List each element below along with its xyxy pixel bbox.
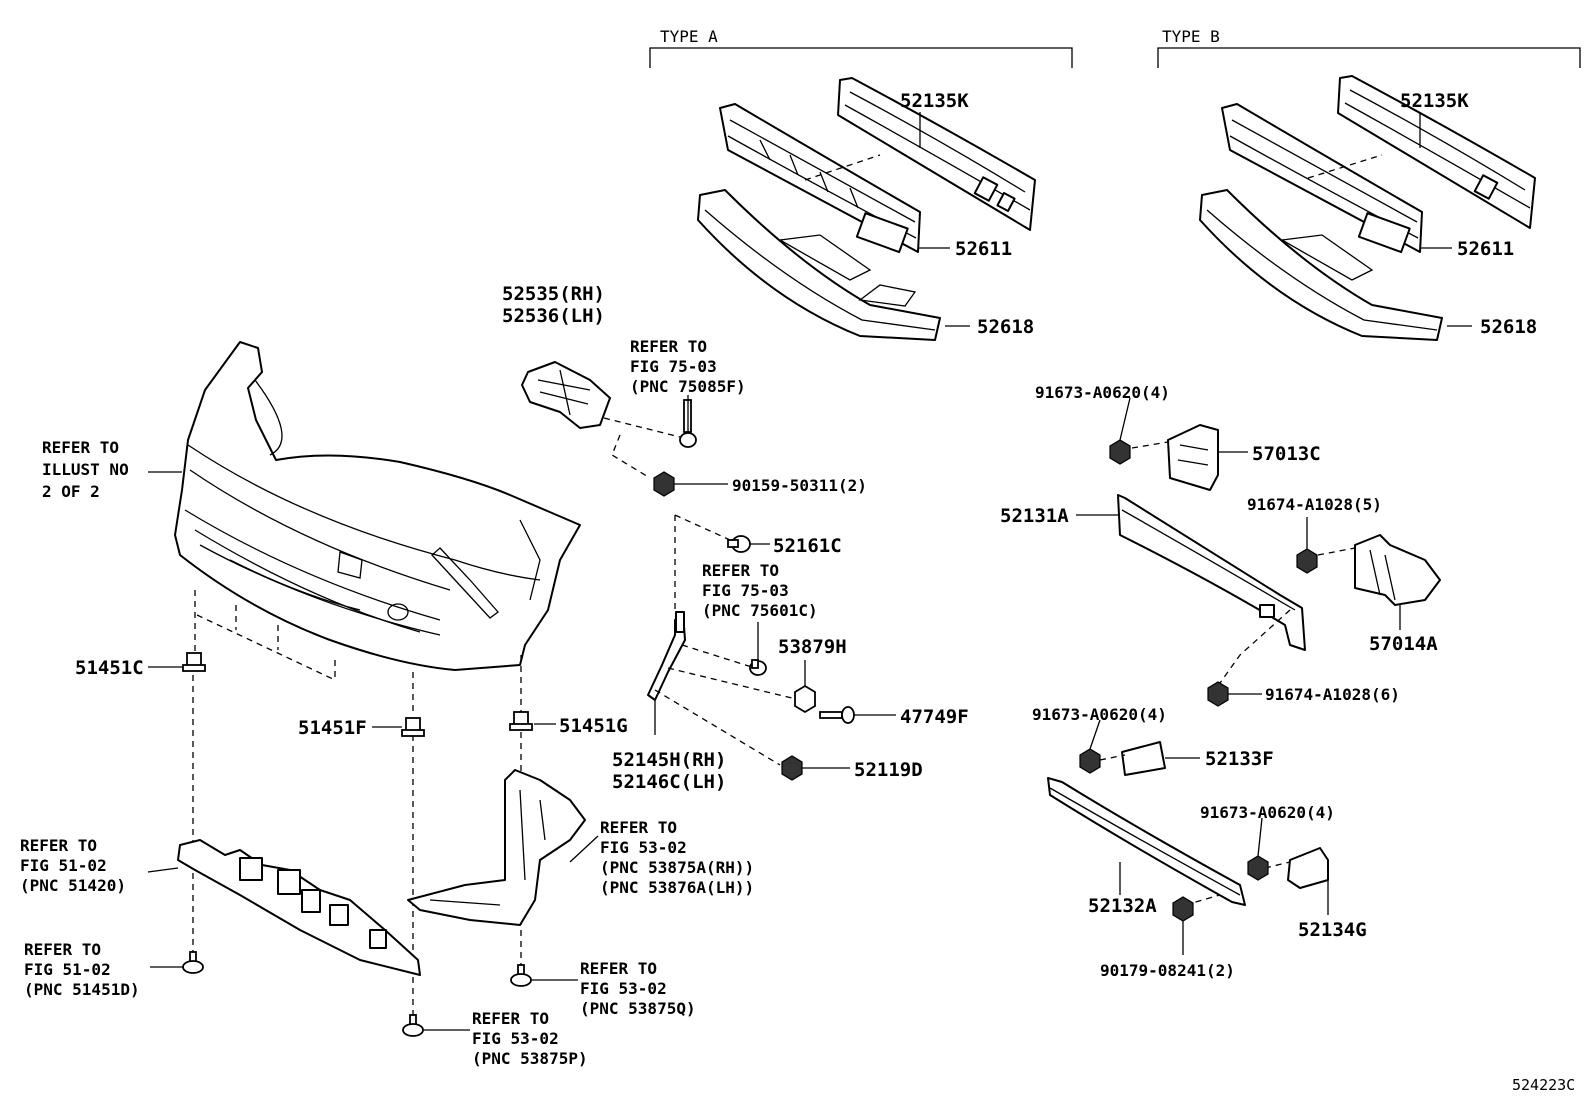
label-52145h: 52145H(RH) <box>612 749 726 771</box>
leader-lines <box>147 112 1472 1031</box>
illustration-id: 524223C <box>1512 1076 1575 1094</box>
label-91673-3: 91673-A0620(4) <box>1200 803 1335 822</box>
label-52135k-a: 52135K <box>900 90 969 112</box>
fastener-clip-51451f <box>401 717 425 737</box>
label-52611-b: 52611 <box>1457 238 1514 260</box>
reinforcement-52131a <box>1117 494 1306 651</box>
label-52536: 52536(LH) <box>502 305 605 327</box>
screw-53875p <box>402 1014 424 1037</box>
screw-47749f <box>819 706 855 724</box>
ref-53875p: REFER TO FIG 53-02 (PNC 53875P) <box>472 1009 588 1068</box>
under-cover-51420 <box>177 839 421 976</box>
label-91673-2: 91673-A0620(4) <box>1032 705 1167 724</box>
ref-53875a: REFER TO FIG 53-02 (PNC 53875A(RH)) (PNC… <box>600 818 764 897</box>
type-a-bracket: TYPE A <box>649 27 1073 68</box>
front-bumper-cover <box>174 341 581 671</box>
label-52135k-b: 52135K <box>1400 90 1469 112</box>
bolt-91674-5 <box>1296 548 1318 574</box>
label-90159: 90159-50311(2) <box>732 476 867 495</box>
label-52618-a: 52618 <box>977 316 1034 338</box>
bracket-52535 <box>521 361 611 429</box>
nut-90179 <box>1172 896 1194 922</box>
label-52133f: 52133F <box>1205 748 1274 770</box>
bolt-90159 <box>653 471 675 497</box>
clip-75601c <box>749 659 767 676</box>
ref-51451d: REFER TO FIG 51-02 (PNC 51451D) <box>24 940 140 999</box>
type-a-label: TYPE A <box>660 27 718 46</box>
type-b-absorber-set <box>1199 75 1536 341</box>
nut-53879h <box>794 684 816 714</box>
ref-illust-no: REFER TO ILLUST NO 2 OF 2 <box>42 438 138 501</box>
fastener-clip-51451c <box>182 652 206 672</box>
label-52161c: 52161C <box>773 535 842 557</box>
bolt-52119d <box>781 755 803 781</box>
label-52131a: 52131A <box>1000 505 1069 527</box>
bracket-52145h <box>647 611 686 701</box>
label-52611-a: 52611 <box>955 238 1012 260</box>
ref-51420: REFER TO FIG 51-02 (PNC 51420) <box>20 836 126 895</box>
label-51451f: 51451F <box>298 717 367 739</box>
type-a-absorber-set <box>697 77 1036 341</box>
fastener-clip-51451g <box>509 711 533 731</box>
lower-beam-52132a <box>1047 777 1246 906</box>
label-57014a: 57014A <box>1369 633 1438 655</box>
reference-notes: REFER TO ILLUST NO 2 OF 2 REFER TO FIG 7… <box>20 337 818 1068</box>
type-b-label: TYPE B <box>1162 27 1220 46</box>
bolt-91674-6 <box>1207 681 1229 707</box>
label-52146c: 52146C(LH) <box>612 771 726 793</box>
screw-53875q <box>510 964 532 987</box>
label-53879h: 53879H <box>778 636 847 658</box>
label-52535: 52535(RH) <box>502 283 605 305</box>
bolt-91673-3 <box>1247 855 1269 881</box>
bracket-57013c <box>1167 424 1219 491</box>
label-51451c: 51451C <box>75 657 144 679</box>
screw-51451d <box>182 951 204 974</box>
label-52134g: 52134G <box>1298 919 1367 941</box>
label-52618-b: 52618 <box>1480 316 1537 338</box>
label-91673-1: 91673-A0620(4) <box>1035 383 1170 402</box>
type-b-bracket: TYPE B <box>1157 27 1581 68</box>
label-52132a: 52132A <box>1088 895 1157 917</box>
bracket-52134g <box>1287 847 1329 889</box>
clip-52161c <box>727 535 751 553</box>
label-57013c: 57013C <box>1252 443 1321 465</box>
part-number-labels: 52135K 52611 52618 52135K 52611 52618 52… <box>75 90 1537 980</box>
absorber-52618-b <box>1199 189 1443 341</box>
label-51451g: 51451G <box>559 715 628 737</box>
label-91674-6: 91674-A1028(6) <box>1265 685 1400 704</box>
bracket-52133f <box>1121 741 1166 776</box>
label-91674-5: 91674-A1028(5) <box>1247 495 1382 514</box>
fender-liner-53875a <box>407 769 586 926</box>
bolt-91673-2 <box>1079 748 1101 774</box>
label-47749f: 47749F <box>900 706 969 728</box>
label-52119d: 52119D <box>854 759 923 781</box>
absorber-52618-a <box>697 189 941 341</box>
ref-75601c: REFER TO FIG 75-03 (PNC 75601C) <box>702 561 818 620</box>
bolt-91673-1 <box>1109 439 1131 465</box>
ref-75085f: REFER TO FIG 75-03 (PNC 75085F) <box>630 337 746 396</box>
bracket-57014a <box>1354 534 1441 606</box>
label-90179: 90179-08241(2) <box>1100 961 1235 980</box>
ref-53875q: REFER TO FIG 53-02 (PNC 53875Q) <box>580 959 696 1018</box>
